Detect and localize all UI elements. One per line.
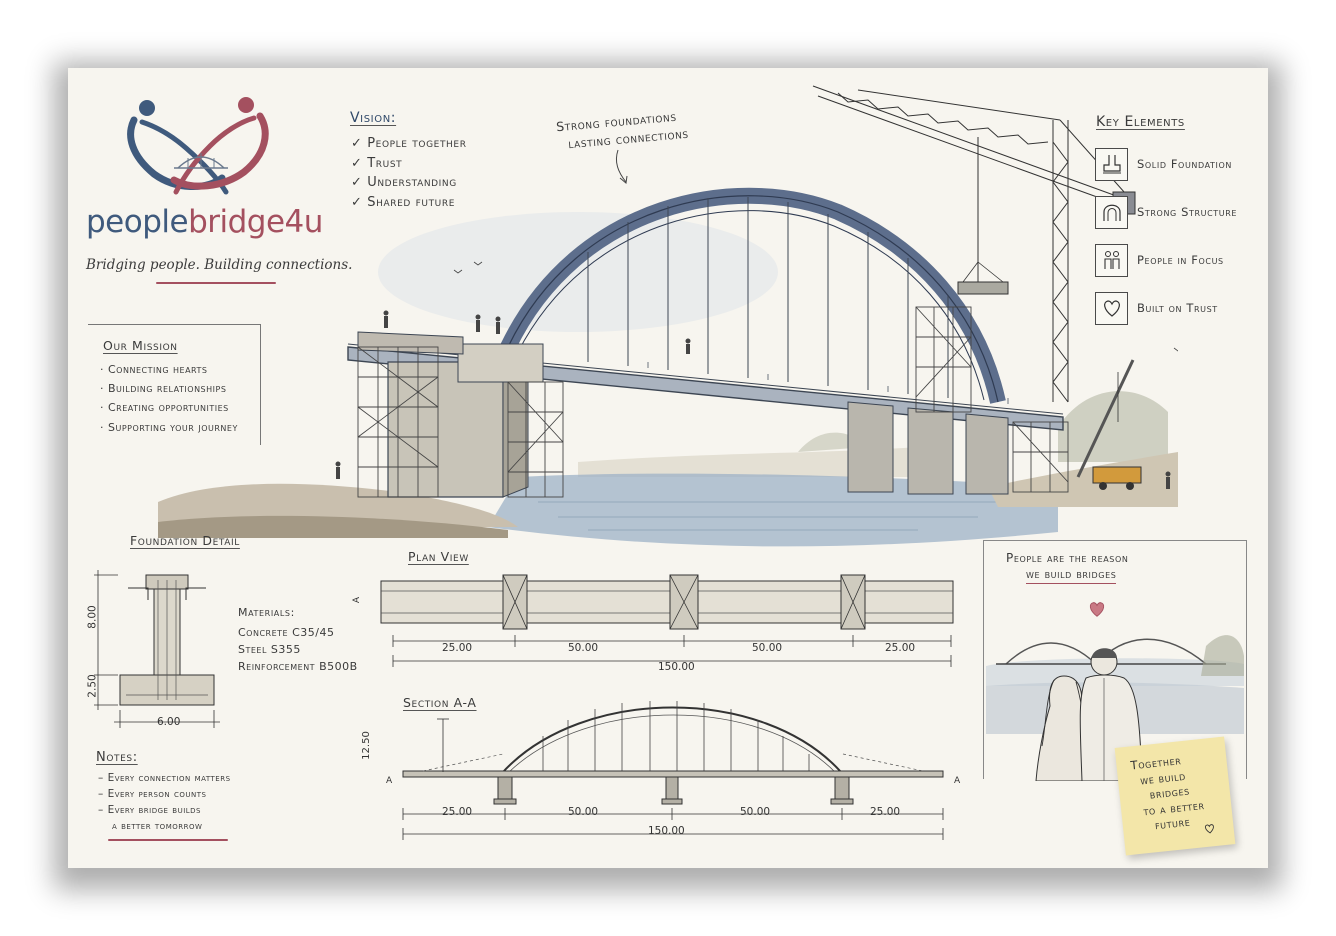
key-element-row: Solid Foundation bbox=[1095, 146, 1232, 182]
material-item: Reinforcement B500B bbox=[238, 660, 358, 673]
key-element-label: Strong Structure bbox=[1137, 205, 1238, 219]
vision-item: ✓ Trust bbox=[351, 155, 403, 171]
plan-view-drawing bbox=[380, 574, 954, 667]
key-element-label: People in Focus bbox=[1137, 253, 1224, 267]
notes-list: – Every connection matters – Every perso… bbox=[98, 770, 231, 834]
brand-name-part2: bridge4u bbox=[188, 204, 323, 240]
sticky-note-text: Together we build bridges to a better fu… bbox=[1130, 751, 1207, 835]
section-height-dim: 12.50 bbox=[360, 731, 372, 760]
notes-item: a better tomorrow bbox=[112, 820, 203, 832]
couple-illustration bbox=[986, 635, 1244, 781]
mission-title: Our Mission bbox=[103, 338, 178, 353]
plan-span-2: 50.00 bbox=[568, 642, 599, 654]
plan-span-4: 25.00 bbox=[885, 642, 916, 654]
materials-title: Materials: bbox=[238, 606, 295, 619]
section-total: 150.00 bbox=[648, 825, 685, 837]
notes-title: Notes: bbox=[96, 750, 138, 765]
people-panel-line1: People are the reason bbox=[1006, 551, 1129, 565]
foundation-dim-lower: 2.50 bbox=[86, 674, 99, 698]
mission-item: · Connecting hearts bbox=[100, 363, 208, 376]
vision-item: ✓ People together bbox=[351, 136, 467, 151]
section-span-1: 25.00 bbox=[442, 806, 473, 818]
people-icon bbox=[1095, 243, 1128, 277]
foundation-drawing bbox=[94, 570, 220, 728]
sticky-heart-icon bbox=[1204, 824, 1214, 834]
section-span-3: 50.00 bbox=[740, 806, 771, 818]
mission-item: · Building relationships bbox=[100, 382, 227, 396]
arch-icon bbox=[1095, 195, 1128, 229]
vision-title: Vision: bbox=[350, 110, 397, 126]
key-element-row: Strong Structure bbox=[1095, 194, 1237, 230]
key-element-row: People in Focus bbox=[1095, 242, 1224, 278]
notes-item: – Every connection matters bbox=[98, 772, 231, 784]
annotation-arrow-icon bbox=[615, 149, 628, 184]
bridge-illustration bbox=[158, 85, 1178, 547]
foundation-title: Foundation Detail bbox=[130, 533, 240, 548]
people-panel-line2: we build bridges bbox=[1026, 567, 1117, 584]
section-drawing bbox=[402, 701, 944, 840]
mission-list: · Connecting hearts · Building relations… bbox=[100, 360, 238, 437]
plan-span-3: 50.00 bbox=[752, 642, 783, 654]
key-element-label: Built on Trust bbox=[1137, 301, 1218, 315]
section-title: Section A-A bbox=[403, 695, 477, 710]
section-span-2: 50.00 bbox=[568, 806, 599, 818]
brand-tagline: Bridging people. Building connections. bbox=[86, 257, 353, 273]
people-panel bbox=[983, 540, 1247, 779]
key-elements-title: Key Elements bbox=[1096, 114, 1185, 130]
key-elements-list: Solid Foundation Strong Structure People… bbox=[1095, 146, 1265, 346]
section-marker-left: A bbox=[386, 776, 393, 786]
foundation-icon bbox=[1095, 147, 1128, 181]
notes-item: – Every person counts bbox=[98, 788, 207, 800]
notes-underline bbox=[108, 839, 228, 841]
blueprint-sheet: peoplebridge4u Bridging people. Building… bbox=[68, 68, 1268, 868]
plan-view-title: Plan View bbox=[408, 549, 469, 564]
plan-span-1: 25.00 bbox=[442, 642, 473, 654]
heart-icon bbox=[1089, 602, 1105, 617]
mission-item: · Creating opportunities bbox=[100, 401, 229, 415]
material-item: Steel S355 bbox=[238, 643, 301, 656]
logo-mark bbox=[126, 96, 276, 202]
plan-section-marker: A bbox=[352, 596, 363, 604]
key-element-label: Solid Foundation bbox=[1137, 157, 1232, 171]
plan-total: 150.00 bbox=[658, 661, 695, 673]
tagline-underline bbox=[156, 282, 276, 284]
materials-list: Concrete C35/45 Steel S355 Reinforcement… bbox=[238, 624, 358, 675]
section-span-4: 25.00 bbox=[870, 806, 901, 818]
foundation-dim-upper: 8.00 bbox=[86, 605, 99, 629]
sticky-note: Together we build bridges to a better fu… bbox=[1114, 736, 1236, 856]
brand-name: peoplebridge4u bbox=[86, 204, 323, 240]
material-item: Concrete C35/45 bbox=[238, 626, 335, 639]
key-element-row: Built on Trust bbox=[1095, 290, 1218, 326]
heart-icon bbox=[1095, 291, 1128, 325]
foundation-dim-width: 6.00 bbox=[157, 716, 181, 728]
vision-item: ✓ Shared future bbox=[351, 194, 456, 210]
vision-item: ✓ Understanding bbox=[351, 175, 457, 190]
brand-name-part1: people bbox=[86, 204, 189, 240]
notes-item: – Every bridge builds bbox=[98, 804, 201, 816]
vision-list: ✓ People together ✓ Trust ✓ Understandin… bbox=[351, 134, 467, 212]
mission-item: · Supporting your journey bbox=[100, 420, 238, 434]
section-marker-right: A bbox=[954, 776, 961, 786]
mission-box bbox=[88, 324, 261, 445]
